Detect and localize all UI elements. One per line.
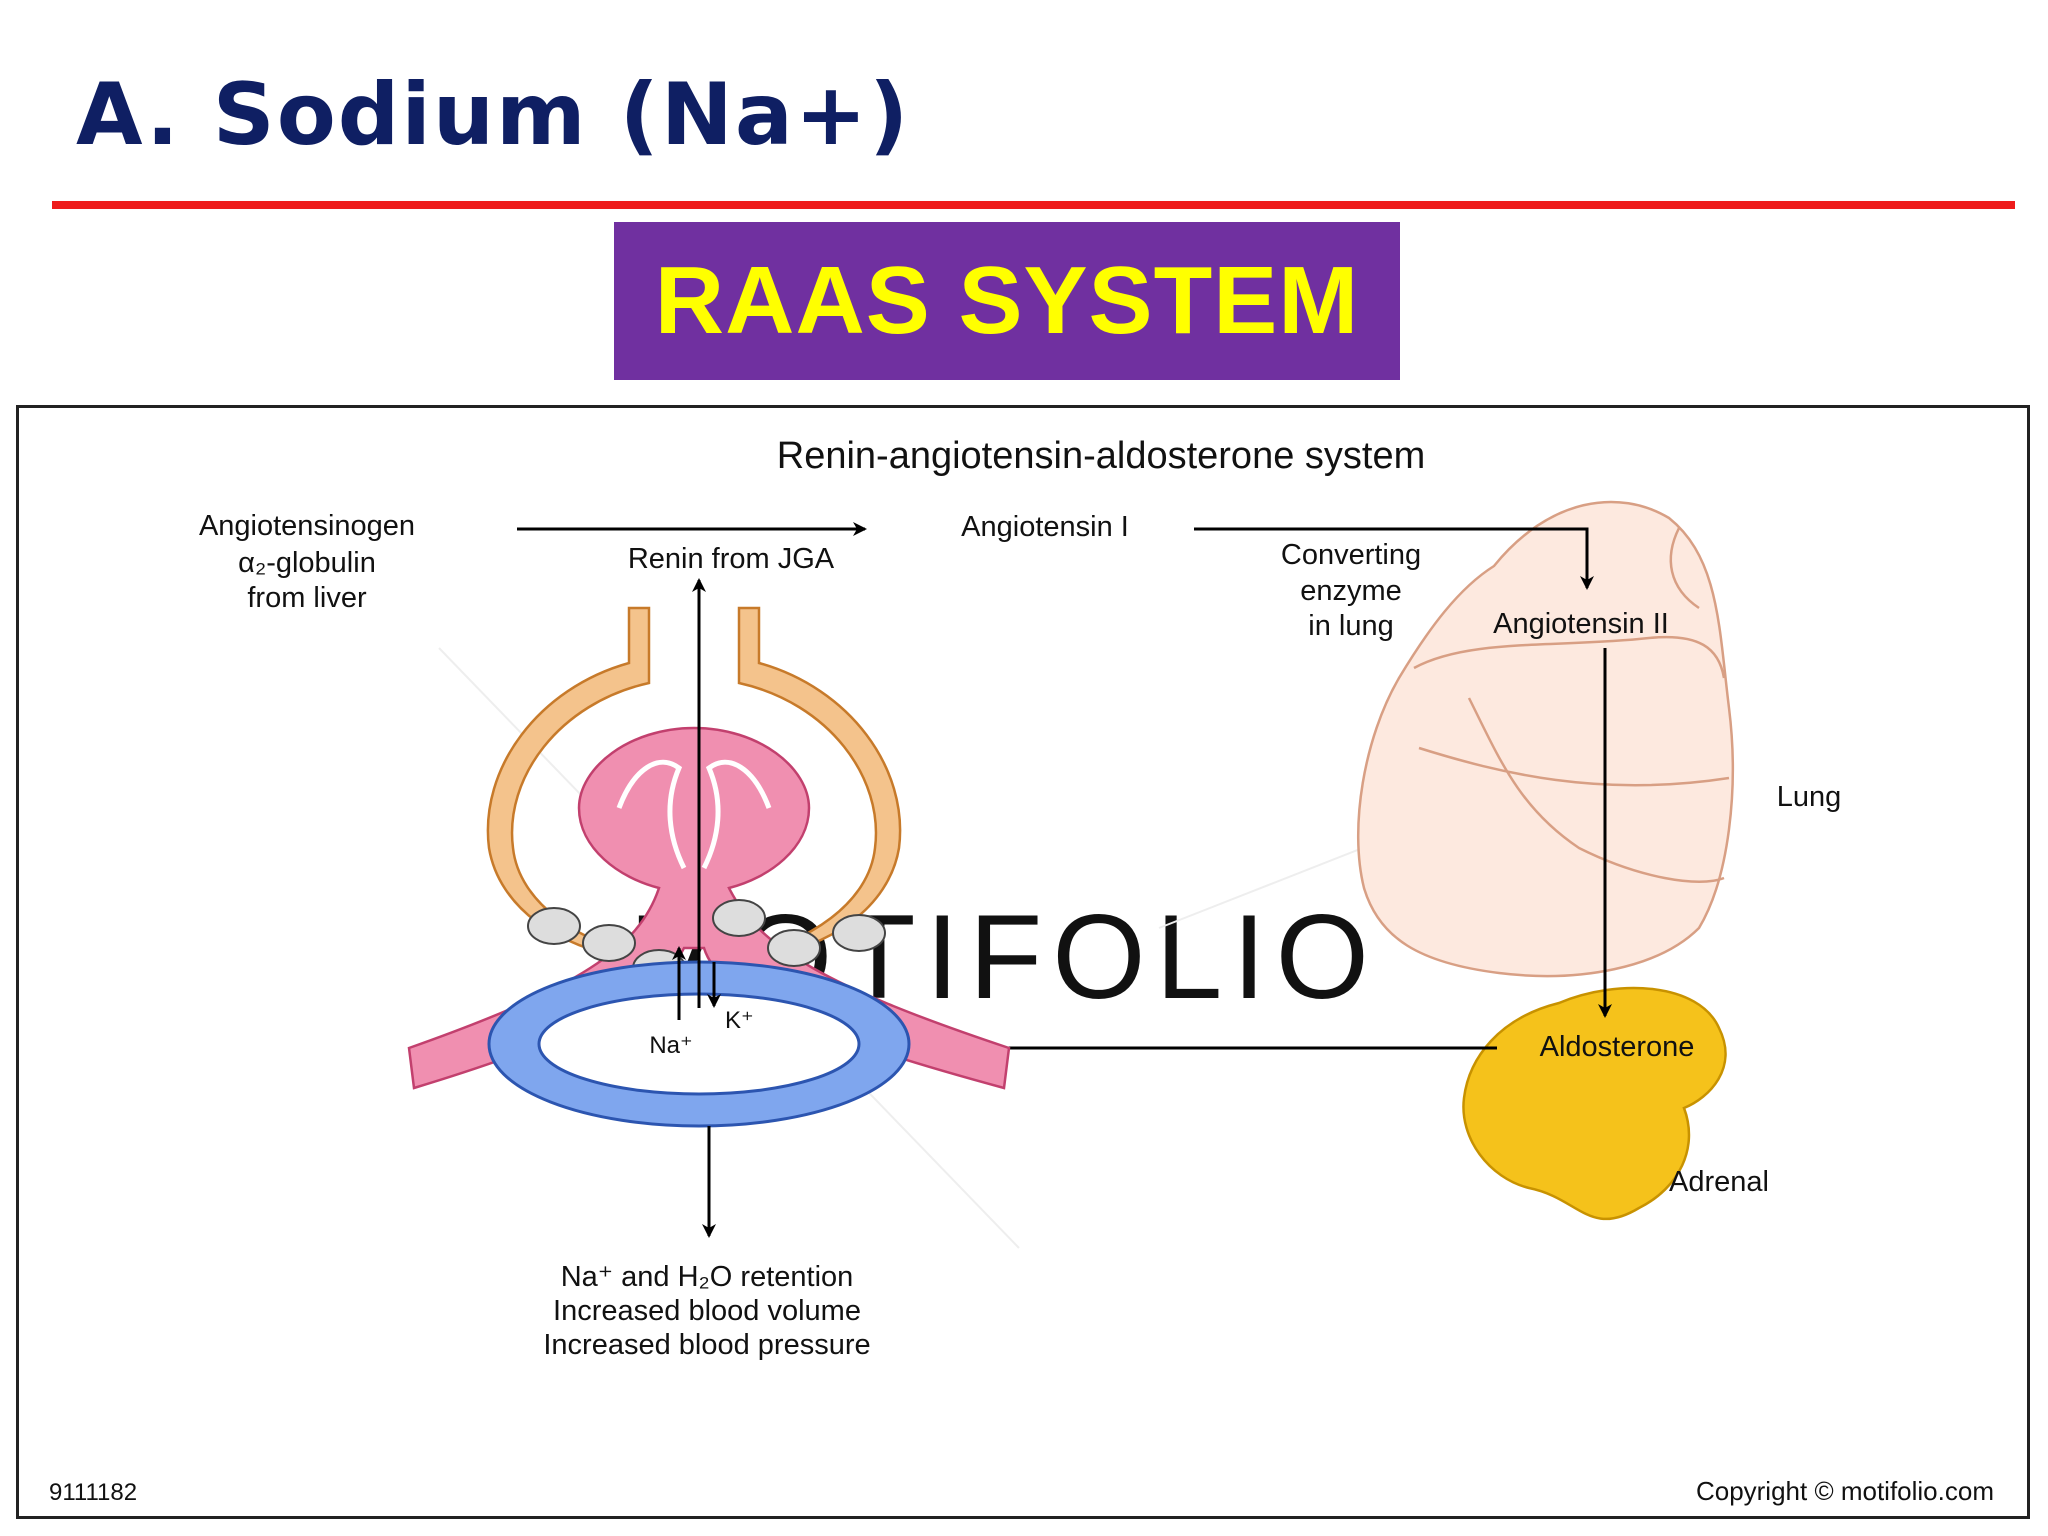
jga-cell [582, 924, 636, 962]
adrenal-label: Adrenal [1669, 1166, 1769, 1198]
aldosterone-label: Aldosterone [1540, 1031, 1695, 1063]
angiotensinogen-label: Angiotensinogen [199, 510, 415, 542]
blood-volume-label: Increased blood volume [553, 1295, 861, 1327]
angiotensin1-label: Angiotensin I [961, 511, 1129, 543]
slide-title: A. Sodium (Na+) [76, 65, 911, 165]
title-underline [52, 201, 2015, 209]
jga-cell [767, 929, 821, 967]
lung-lobe-line [1418, 746, 1730, 787]
renin-label: Renin from JGA [628, 543, 835, 575]
angiotensin2-label: Angiotensin II [1493, 608, 1669, 640]
from-liver-label: from liver [247, 582, 367, 614]
glomerulus-loop [701, 759, 772, 870]
retention-label: Na⁺ and H₂O retention [561, 1261, 854, 1293]
figure-title: Renin-angiotensin-aldosterone system [777, 435, 1425, 477]
na-ion-label: Na⁺ [649, 1032, 692, 1059]
arrow-angiotensin1-to-angiotensin2 [1194, 527, 1594, 590]
copyright: Copyright © motifolio.com [1696, 1476, 1994, 1506]
jga-cell [832, 914, 886, 952]
glomerulus-loop [616, 759, 687, 870]
lung-apex-line [1669, 527, 1700, 610]
tubule-lumen [537, 992, 861, 1096]
converting-label: Converting [1281, 539, 1421, 571]
jga-cell [712, 899, 766, 937]
in-lung-label: in lung [1308, 610, 1393, 642]
raas-banner: RAAS SYSTEM [614, 222, 1400, 380]
alpha2-globulin-label: α₂-globulin [238, 547, 376, 579]
banner-text: RAAS SYSTEM [654, 247, 1360, 354]
k-ion-label: K⁺ [725, 1007, 754, 1034]
enzyme-label: enzyme [1300, 575, 1402, 607]
lung-lobe-line [1413, 635, 1726, 679]
raas-figure: MOTIFOLIO Renin-angiotensin-aldosterone … [16, 405, 2030, 1519]
figure-id: 9111182 [49, 1479, 137, 1506]
lung-shape [1356, 500, 1734, 978]
lung-lobe-line [1467, 697, 1725, 883]
lung-label: Lung [1777, 781, 1842, 813]
jga-cell [527, 907, 581, 945]
adrenal-gland-shape [1462, 986, 1727, 1221]
raas-diagram: MOTIFOLIO Renin-angiotensin-aldosterone … [49, 435, 1994, 1506]
blood-pressure-label: Increased blood pressure [543, 1329, 870, 1361]
